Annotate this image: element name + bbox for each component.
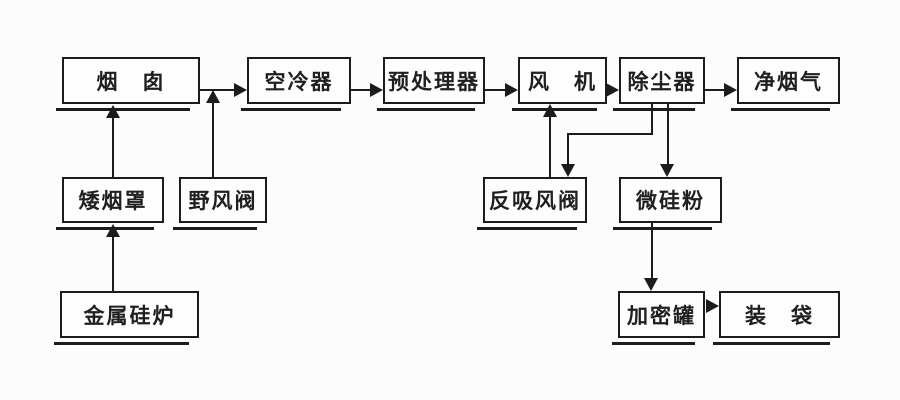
node-chimney-label: 烟 囱 <box>96 69 166 94</box>
arrowhead-down-icon <box>660 164 674 177</box>
node-bagging-label: 装 袋 <box>745 303 814 328</box>
node-air-cooler-label: 空冷器 <box>264 69 334 94</box>
node-back-suction-valve: 反吸风阀 <box>477 177 587 230</box>
arrowhead-right-icon <box>370 83 383 97</box>
node-preprocessor: 预处理器 <box>377 57 485 111</box>
node-fan: 风 机 <box>512 57 607 111</box>
node-fan-label: 风 机 <box>528 69 597 94</box>
arrowhead-right-icon <box>706 299 719 313</box>
node-clean-flue-gas: 净烟气 <box>731 57 840 111</box>
arrowhead-up-icon <box>543 104 557 117</box>
node-dust-collector: 除尘器 <box>613 57 705 111</box>
node-low-smoke-hood: 矮烟罩 <box>56 177 164 230</box>
arrowhead-up-icon <box>206 90 220 103</box>
node-densifying-tank: 加密罐 <box>612 291 705 345</box>
arrowhead-right-icon <box>724 83 737 97</box>
node-metal-silicon-furnace: 金属硅炉 <box>54 291 199 345</box>
node-chimney: 烟 囱 <box>56 57 200 111</box>
arrowhead-up-icon <box>106 105 120 118</box>
node-metal-silicon-furnace-label: 金属硅炉 <box>83 303 176 328</box>
arrowhead-down-icon <box>644 278 658 291</box>
node-air-cooler: 空冷器 <box>241 57 351 111</box>
node-clean-flue-gas-label: 净烟气 <box>754 69 823 94</box>
node-low-smoke-hood-label: 矮烟罩 <box>78 189 148 213</box>
node-dust-collector-label: 除尘器 <box>627 69 697 94</box>
node-silica-fume: 微硅粉 <box>613 177 722 230</box>
arrowhead-right-icon <box>606 83 619 97</box>
arrowhead-up-icon <box>106 224 120 237</box>
node-densifying-tank-label: 加密罐 <box>627 303 696 328</box>
node-bagging: 装 袋 <box>713 291 840 345</box>
node-back-suction-valve-label: 反吸风阀 <box>489 189 581 213</box>
arrowhead-right-icon <box>234 83 247 97</box>
arrowhead-down-icon <box>561 164 575 177</box>
node-wild-air-valve: 野风阀 <box>173 177 267 230</box>
node-wild-air-valve-label: 野风阀 <box>188 189 258 213</box>
node-silica-fume-label: 微硅粉 <box>636 189 705 213</box>
node-preprocessor-label: 预处理器 <box>388 69 480 94</box>
arrowhead-right-icon <box>505 83 518 97</box>
